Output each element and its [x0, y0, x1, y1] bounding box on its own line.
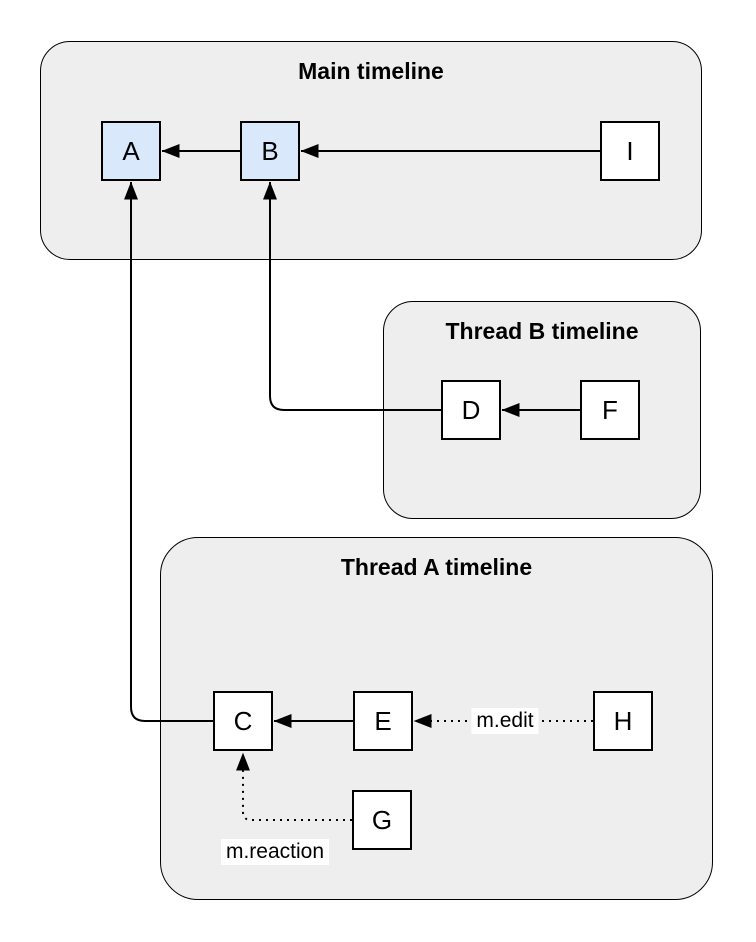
node-label-I: I [626, 136, 634, 166]
node-label-H: H [613, 706, 633, 736]
node-E: E [353, 691, 413, 751]
node-B: B [240, 121, 300, 181]
node-I: I [600, 121, 660, 181]
container-thread-b-timeline: Thread B timeline [383, 301, 701, 519]
container-title-main-timeline: Main timeline [298, 58, 444, 84]
container-title-thread-a-timeline: Thread A timeline [340, 554, 533, 580]
node-H: H [593, 691, 653, 751]
container-title-thread-b-timeline: Thread B timeline [445, 318, 639, 344]
node-F: F [580, 380, 640, 440]
node-D: D [441, 380, 501, 440]
node-A: A [101, 121, 161, 181]
node-label-B: B [261, 136, 279, 166]
node-label-F: F [602, 395, 618, 425]
node-label-C: C [233, 706, 253, 736]
node-C: C [213, 691, 273, 751]
node-label-D: D [461, 395, 481, 425]
node-label-A: A [122, 136, 140, 166]
node-G: G [352, 790, 412, 850]
node-label-E: E [374, 706, 392, 736]
node-label-G: G [371, 805, 393, 835]
